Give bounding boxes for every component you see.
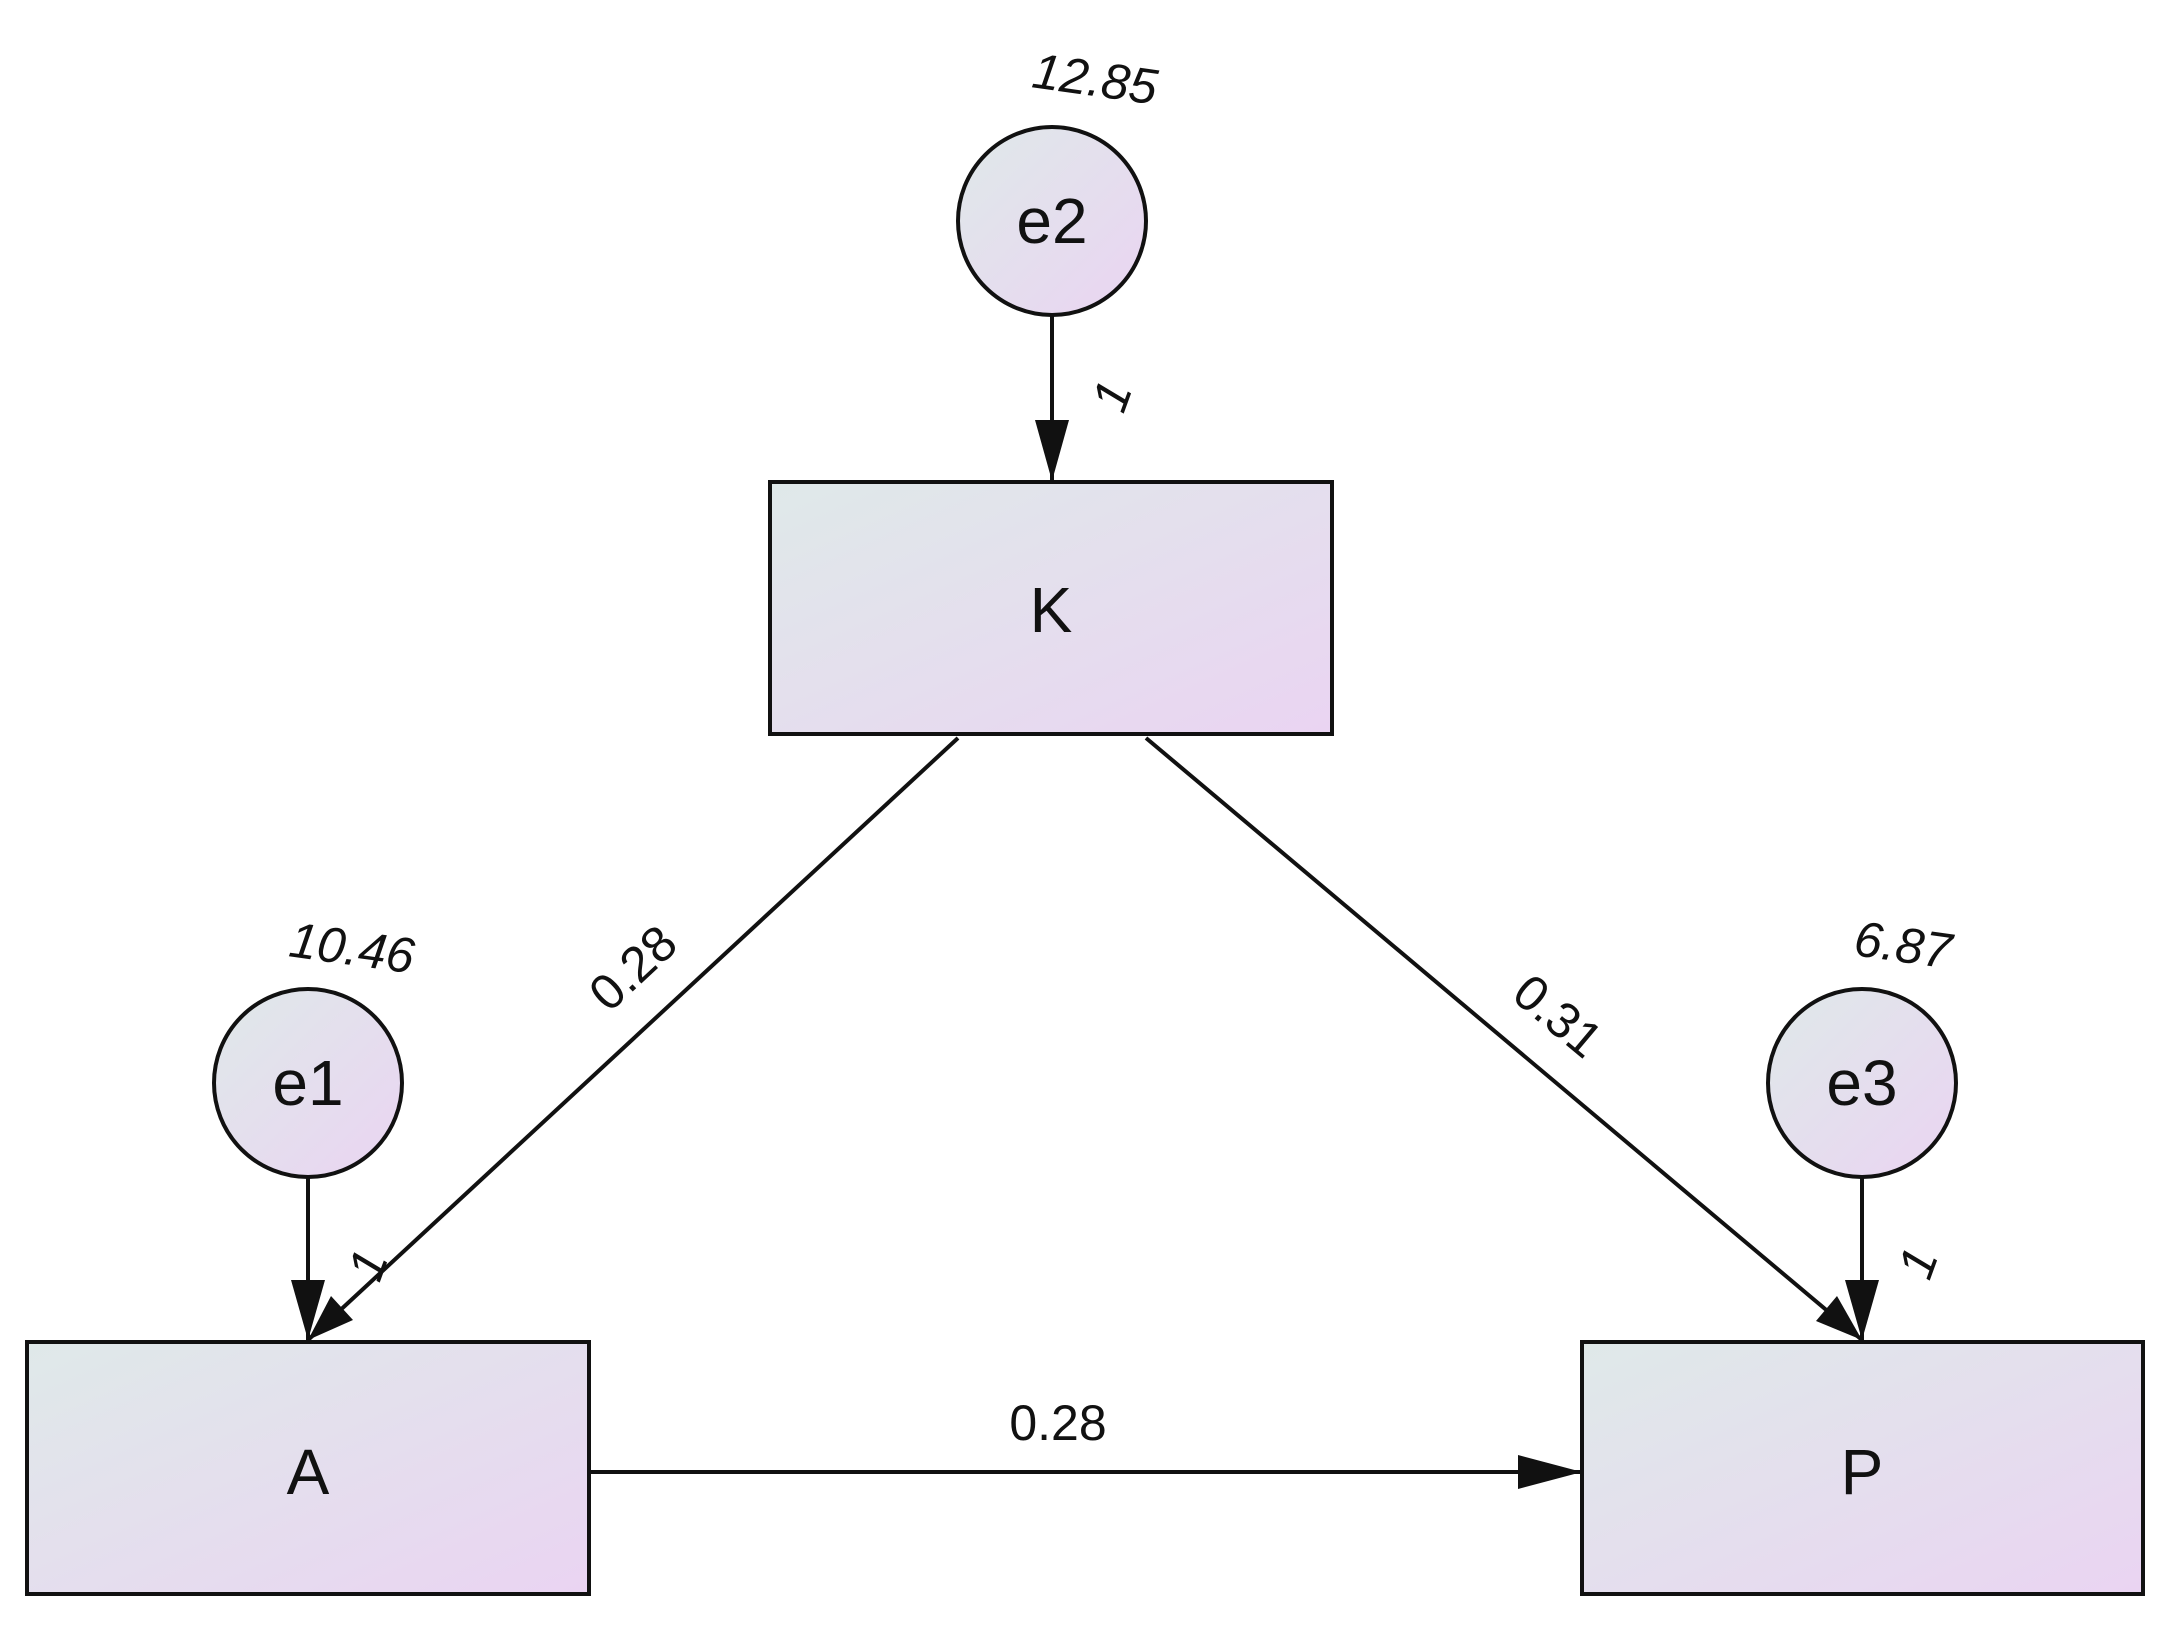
variable-a[interactable]: A xyxy=(25,1340,591,1596)
error-e2-circle xyxy=(956,125,1148,317)
path-k-to-p xyxy=(1144,736,1864,1342)
error-e1-circle xyxy=(212,987,404,1179)
path-e1-to-a xyxy=(291,1178,325,1340)
variable-k-label: K xyxy=(1030,574,1073,646)
error-e3-label: e3 xyxy=(1826,1047,1897,1119)
path-e2-to-k xyxy=(1035,316,1069,481)
arrowhead-icon xyxy=(291,1280,325,1340)
variance-e1: 10.46 xyxy=(286,912,418,985)
error-e1-label: e1 xyxy=(272,1047,343,1119)
variable-p-box xyxy=(1580,1340,2145,1596)
path-e3-to-p xyxy=(1845,1178,1879,1340)
variable-a-box xyxy=(25,1340,591,1596)
error-e3-circle xyxy=(1766,987,1958,1179)
error-e1[interactable]: e1 xyxy=(212,987,404,1179)
arrowhead-icon xyxy=(1035,420,1069,481)
variable-p-label: P xyxy=(1841,1436,1884,1508)
weight-e2-to-k: 1 xyxy=(1081,373,1143,418)
weight-e1-to-a: 1 xyxy=(337,1242,399,1287)
path-k-to-a xyxy=(306,736,960,1342)
variable-k[interactable]: K xyxy=(768,480,1334,736)
arrowhead-icon xyxy=(308,1296,353,1340)
error-e3[interactable]: e3 xyxy=(1766,987,1958,1179)
variance-e3: 6.87 xyxy=(1851,910,1957,979)
error-e2[interactable]: e2 xyxy=(956,125,1148,317)
arrowhead-icon xyxy=(1816,1296,1862,1340)
variable-a-label: A xyxy=(287,1436,330,1508)
coef-a-to-p: 0.28 xyxy=(1009,1395,1106,1451)
arrowhead-icon xyxy=(1845,1280,1879,1340)
arrowhead-icon xyxy=(1518,1455,1582,1489)
path-a-to-p xyxy=(590,1455,1582,1489)
error-e2-label: e2 xyxy=(1016,185,1087,257)
variable-k-box xyxy=(768,480,1334,736)
weight-e3-to-p: 1 xyxy=(1887,1240,1949,1285)
variance-e2: 12.85 xyxy=(1029,43,1161,116)
variable-p[interactable]: P xyxy=(1580,1340,2145,1596)
